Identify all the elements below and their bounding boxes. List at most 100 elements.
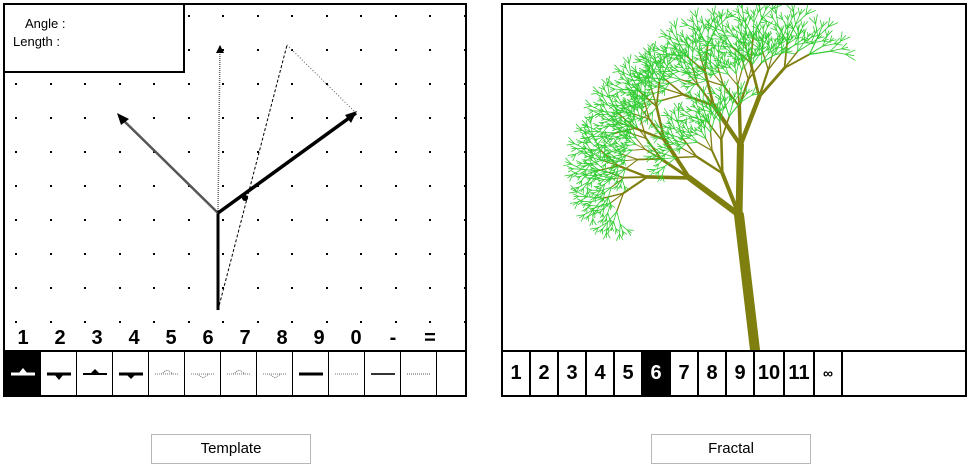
tree-branch [705, 138, 713, 152]
leaf-branch [784, 21, 787, 30]
leaf-branch [733, 91, 736, 97]
leaf-branch [840, 36, 851, 42]
leaf-branch [765, 5, 771, 10]
leaf-branch [675, 27, 679, 42]
leaf-branch [589, 163, 594, 167]
leaf-branch [608, 102, 615, 106]
leaf-branch [720, 55, 723, 60]
tool-4-button[interactable] [113, 352, 149, 395]
leaf-branch [661, 70, 666, 74]
leaf-branch [567, 153, 577, 156]
leaf-branch [607, 75, 611, 86]
template-canvas[interactable] [5, 5, 467, 327]
leaf-branch [829, 35, 833, 42]
leaf-branch [664, 52, 671, 59]
leaf-branch [663, 148, 672, 151]
tool-2-button[interactable] [41, 352, 77, 395]
leaf-branch [612, 165, 619, 169]
leaf-branch [582, 169, 587, 174]
level-11-button[interactable]: 11 [785, 352, 815, 395]
grid-dot [119, 83, 121, 85]
level-8-button[interactable]: 8 [699, 352, 727, 395]
leaf-branch [665, 42, 669, 53]
level-5-button[interactable]: 5 [615, 352, 643, 395]
tool-equal-button[interactable] [401, 352, 437, 395]
leaf-branch [778, 39, 782, 46]
tool-7-button[interactable] [221, 352, 257, 395]
leaf-branch [599, 195, 602, 199]
grid-dot [222, 185, 224, 187]
leaf-branch [648, 72, 656, 79]
leaf-branch [618, 132, 631, 137]
leaf-branch [771, 40, 775, 47]
leaf-branch [810, 38, 819, 44]
leaf-branch [585, 103, 593, 107]
level-infinity-button[interactable]: ∞ [815, 352, 843, 395]
leaf-branch [624, 60, 627, 69]
tool-3-button[interactable] [77, 352, 113, 395]
leaf-branch [675, 57, 680, 61]
leaf-branch [671, 49, 675, 56]
template-panel[interactable]: Angle : Length : 1 2 3 4 5 6 7 8 9 0 - = [3, 3, 467, 397]
leaf-branch [627, 135, 632, 140]
tool-minus-button[interactable] [365, 352, 401, 395]
leaf-branch [602, 183, 606, 191]
level-1-button[interactable]: 1 [503, 352, 531, 395]
leaf-branch [778, 26, 783, 32]
tree-branch [661, 93, 684, 102]
level-4-button[interactable]: 4 [587, 352, 615, 395]
leaf-branch [709, 89, 716, 95]
leaf-branch [774, 6, 777, 15]
fractal-button[interactable]: Fractal [651, 434, 811, 464]
leaf-branch [608, 167, 613, 171]
tool-1-button[interactable] [5, 352, 41, 395]
leaf-branch [688, 83, 696, 87]
level-3-button[interactable]: 3 [559, 352, 587, 395]
leaf-branch [710, 14, 713, 22]
leaf-branch [774, 52, 787, 56]
leaf-branch [705, 65, 710, 70]
tool-8-button[interactable] [257, 352, 293, 395]
template-button[interactable]: Template [151, 434, 311, 464]
joint-handle[interactable] [242, 195, 248, 201]
leaf-branch [734, 33, 739, 39]
leaf-branch [678, 106, 685, 111]
leaf-branch [565, 161, 572, 165]
leaf-branch [684, 39, 688, 45]
leaf-branch [670, 48, 673, 56]
leaf-branch [699, 123, 702, 128]
leaf-branch [774, 42, 778, 50]
leaf-branch [669, 71, 682, 80]
level-2-button[interactable]: 2 [531, 352, 559, 395]
leaf-branch [689, 83, 696, 92]
leaf-branch [745, 38, 753, 44]
leaf-branch [623, 161, 625, 166]
leaf-branch [589, 151, 594, 157]
leaf-branch [715, 40, 719, 46]
leaf-branch [660, 126, 668, 130]
leaf-branch [685, 86, 690, 89]
leaf-branch [644, 77, 650, 88]
tool-5-button[interactable] [149, 352, 185, 395]
grid-dot [395, 151, 397, 153]
leaf-branch [766, 20, 774, 28]
leaf-branch [595, 194, 600, 197]
tool-0-button[interactable] [329, 352, 365, 395]
level-9-button[interactable]: 9 [727, 352, 755, 395]
leaf-branch [737, 5, 740, 14]
leaf-branch [792, 5, 795, 13]
level-7-button[interactable]: 7 [671, 352, 699, 395]
level-10-button[interactable]: 10 [755, 352, 785, 395]
tool-6-button[interactable] [185, 352, 221, 395]
leaf-branch [592, 149, 597, 157]
level-6-button[interactable]: 6 [643, 352, 671, 395]
grid-dot [50, 253, 52, 255]
tree-branch [703, 70, 715, 108]
leaf-branch [616, 179, 618, 184]
leaf-branch [589, 227, 599, 230]
tool-9-button[interactable] [293, 352, 329, 395]
tree-branch [635, 137, 646, 150]
leaf-branch [627, 78, 630, 86]
leaf-branch [616, 165, 619, 173]
leaf-branch [805, 40, 813, 44]
